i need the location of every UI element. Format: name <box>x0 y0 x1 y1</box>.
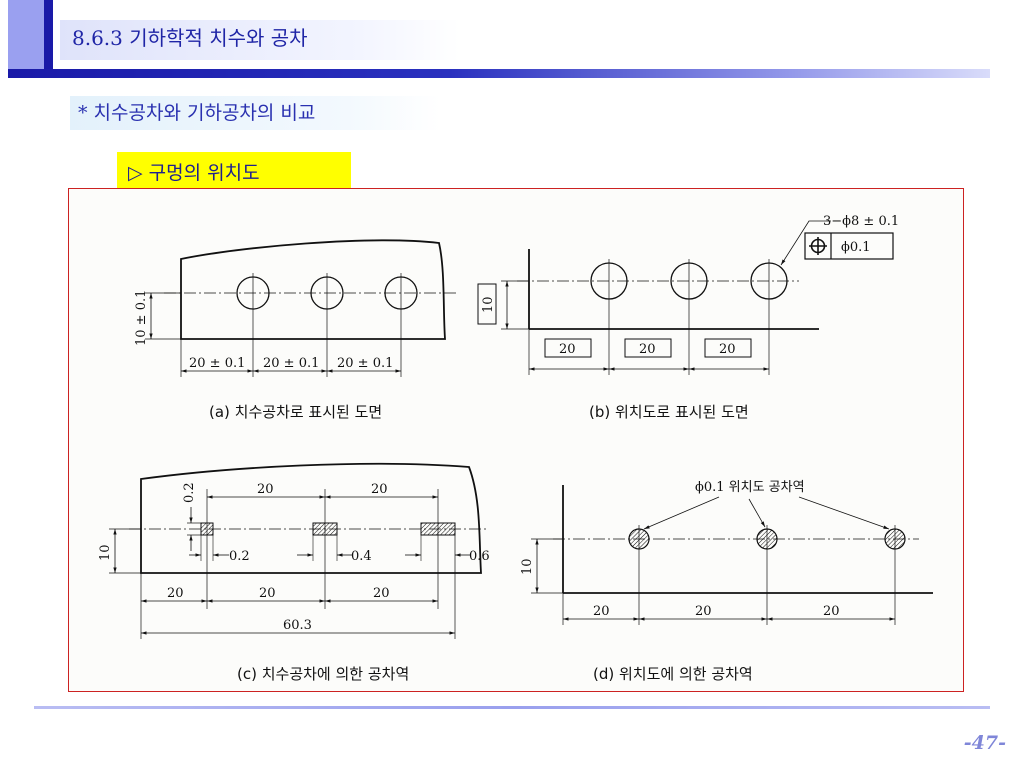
d-bottom-dim-2: 20 <box>695 604 712 619</box>
decor-square-light <box>8 0 44 70</box>
drawing-svg: 10 ± 0.1 20 ± 0.1 20 ± 0.1 20 ± 0.1 (a) … <box>98 214 933 683</box>
slide-subtitle: * 치수공차와 기하공차의 비교 <box>78 102 316 124</box>
c-top-dim-2: 20 <box>371 482 388 497</box>
a-dim-1: 20 ± 0.1 <box>189 356 245 371</box>
section-label: ▷ 구멍의 위치도 <box>128 162 260 184</box>
panel-a <box>145 239 457 377</box>
d-vertical-dim: 10 <box>520 558 535 575</box>
d-bottom-dim-1: 20 <box>593 604 610 619</box>
a-dim-3: 20 ± 0.1 <box>337 356 393 371</box>
title-underline <box>8 69 990 78</box>
c-zone-width-3: 0.6 <box>469 549 490 564</box>
caption-b: (b) 위치도로 표시된 도면 <box>589 403 749 421</box>
decor-bar-dark <box>44 0 53 78</box>
b-fcf-value: ϕ0.1 <box>841 240 871 255</box>
c-bottom-dim-1: 20 <box>167 586 184 601</box>
b-basic-dim-3: 20 <box>719 342 736 357</box>
d-bottom-dim-3: 20 <box>823 604 840 619</box>
c-total-dim: 60.3 <box>283 618 312 633</box>
panel-b <box>477 220 894 375</box>
b-basic-dim-1: 20 <box>559 342 576 357</box>
c-top-dim-1: 20 <box>257 482 274 497</box>
subtitle-background <box>70 96 440 130</box>
caption-d: (d) 위치도에 의한 공차역 <box>593 665 753 683</box>
panel-c <box>109 462 489 639</box>
b-vertical-dim: 10 <box>481 296 496 313</box>
c-bottom-dim-3: 20 <box>373 586 390 601</box>
footer-divider <box>34 706 990 709</box>
a-dim-2: 20 ± 0.1 <box>263 356 319 371</box>
title-background <box>60 20 460 60</box>
slide-title: 8.6.3 기하학적 치수와 공차 <box>72 26 308 50</box>
fcf-frame <box>804 232 894 260</box>
caption-a: (a) 치수공차로 표시된 도면 <box>209 403 382 421</box>
c-vertical-dim: 10 <box>98 544 113 561</box>
c-zone-width-1: 0.2 <box>229 549 250 564</box>
panel-c-part-outline <box>140 462 482 574</box>
b-callout: 3−ϕ8 ± 0.1 <box>823 214 899 229</box>
b-basic-dim-2: 20 <box>639 342 656 357</box>
caption-c: (c) 치수공차에 의한 공차역 <box>237 665 409 683</box>
drawing-figure: 10 ± 0.1 20 ± 0.1 20 ± 0.1 20 ± 0.1 (a) … <box>68 188 964 692</box>
c-zone-height: 0.2 <box>182 482 197 503</box>
a-vertical-dim: 10 ± 0.1 <box>134 290 149 346</box>
panel-a-part-outline <box>180 239 446 340</box>
section-label-box <box>117 152 351 188</box>
c-zone-width-2: 0.4 <box>351 549 372 564</box>
c-bottom-dim-2: 20 <box>259 586 276 601</box>
page-number: -47- <box>963 732 1006 754</box>
d-zone-label: ϕ0.1 위치도 공차역 <box>695 480 805 495</box>
panel-d <box>531 485 933 625</box>
